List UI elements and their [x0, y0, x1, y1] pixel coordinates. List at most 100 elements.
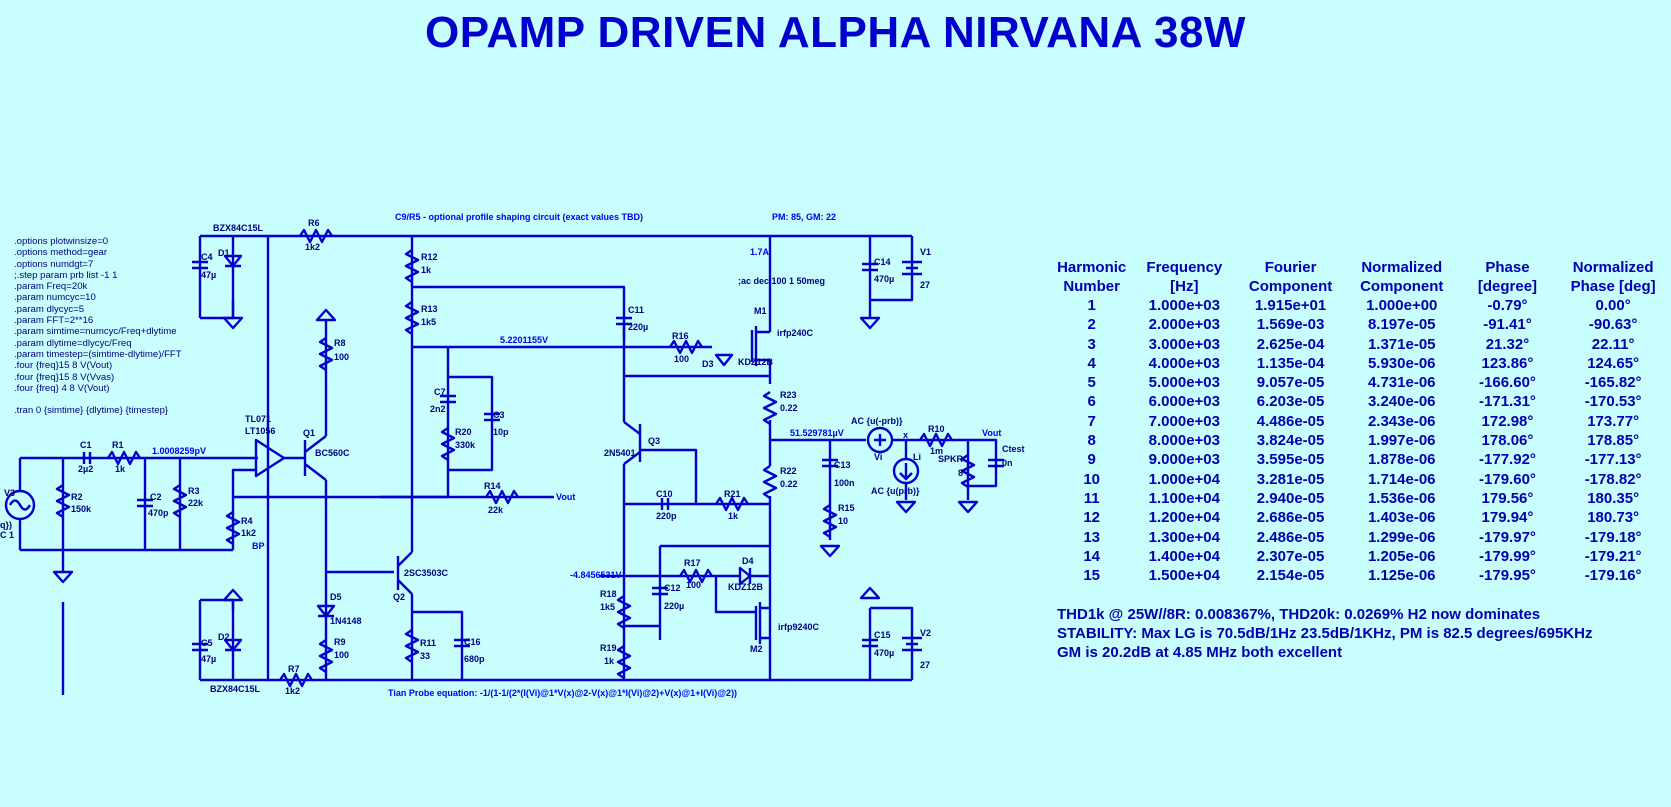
component-label: BC560C: [315, 448, 350, 458]
table-cell: 9.057e-05: [1256, 374, 1325, 392]
v1-symbol: [902, 260, 922, 276]
fourier-table: Harmonic Frequency Fourier Normalized Ph…: [1052, 258, 1671, 585]
table-cell: 2.000e+03: [1148, 316, 1220, 334]
component-label: C5: [201, 638, 213, 648]
table-cell: -179.16°: [1584, 567, 1642, 585]
component-label: C15: [874, 630, 891, 640]
table-cell: 1.915e+01: [1254, 297, 1327, 314]
component-label: R20: [455, 427, 472, 437]
component-label: irfp9240C: [778, 622, 820, 632]
component-label: 1k2: [305, 242, 321, 252]
component-label: Q1: [303, 428, 316, 438]
v2-symbol: [902, 636, 922, 652]
directive-line: .param FFT=2**16: [14, 315, 94, 327]
table-header-row: Number [Hz] Component Component [degree]…: [1052, 277, 1671, 296]
note-optional-circuit: C9/R5 - optional profile shaping circuit…: [395, 212, 644, 222]
component-label: R2: [71, 492, 83, 502]
table-cell: 4.000e+03: [1148, 354, 1220, 372]
column-header: [degree]: [1477, 278, 1538, 295]
table-cell: 9.000e+03: [1148, 451, 1220, 469]
r17-symbol: [679, 568, 713, 584]
r9-symbol: [318, 639, 334, 673]
component-label: R10: [928, 424, 945, 434]
component-label: 470p: [148, 508, 169, 518]
d4-wire: [714, 574, 770, 614]
node-label: Vout: [556, 492, 576, 502]
spice-directives: .options plotwinsize=0.options method=ge…: [14, 236, 182, 417]
r10-symbol: [919, 432, 953, 448]
bootstrap-wire: [412, 285, 626, 340]
ground-symbol: [222, 316, 244, 330]
component-label: 10: [838, 516, 849, 526]
c15-symbol: [862, 638, 878, 648]
component-label: C2: [150, 492, 162, 502]
table-cell: 180.73°: [1587, 509, 1640, 527]
notes: THD1k @ 25W//8R: 0.008367%, THD20k: 0.02…: [1057, 605, 1592, 662]
c14-wire: [868, 236, 914, 318]
d3-symbol: [714, 353, 734, 367]
r12-symbol: [404, 249, 420, 283]
component-label: 47µ: [201, 654, 217, 664]
table-cell: 15: [1083, 567, 1100, 585]
component-label: D3: [702, 359, 714, 369]
node-label: BP: [252, 541, 265, 551]
component-label: 2N5401: [604, 448, 636, 458]
table-cell: 1.100e+04: [1148, 489, 1220, 507]
component-label: AC {u(prb)}: [871, 486, 920, 496]
table-cell: -166.60°: [1479, 374, 1536, 392]
voltage-probe: 5.2201155V: [500, 335, 549, 345]
component-label: D4: [742, 556, 754, 566]
component-label: TL071: [245, 414, 272, 424]
table-cell: 5.000e+03: [1148, 374, 1220, 392]
c10-symbol: [660, 498, 670, 510]
table-cell: 10: [1083, 470, 1100, 488]
directive-line: .param timestep=(simtime-dlytime)/FFT: [14, 348, 182, 360]
directive-line: .options plotwinsize=0: [14, 236, 109, 247]
table-cell: 3.595e-05: [1256, 451, 1325, 469]
supply-arrow: [222, 588, 244, 602]
table-cell: 173.77°: [1587, 412, 1640, 430]
component-label: 220µ: [628, 322, 649, 332]
directive-line: .param Freq=20k: [14, 281, 88, 293]
supply-arrow: [315, 308, 337, 322]
ground-symbol: [859, 316, 881, 330]
component-label: R8: [334, 338, 346, 348]
table-cell: 172.98°: [1481, 412, 1534, 430]
column-header: Number: [1063, 278, 1120, 295]
table-cell: 1.125e-06: [1367, 567, 1436, 585]
component-label: Q3: [648, 436, 661, 446]
table-cell: 4.486e-05: [1256, 412, 1325, 430]
component-label: AC {u(-prb)}: [851, 416, 903, 426]
component-label: 22k: [488, 505, 504, 515]
table-cell: 1: [1087, 297, 1096, 314]
component-label: R17: [684, 558, 701, 568]
directive-line: .param dlycyc=5: [14, 303, 85, 315]
page-title: OPAMP DRIVEN ALPHA NIRVANA 38W: [425, 8, 1246, 57]
column-header: Normalized: [1572, 259, 1654, 276]
table-cell: 2.154e-05: [1256, 567, 1325, 585]
directive-line: .tran 0 {simtime} {dlytime} {timestep}: [14, 405, 169, 417]
component-label: 330k: [455, 440, 476, 450]
component-label: 100: [334, 352, 350, 362]
table-cell: -177.92°: [1479, 451, 1536, 469]
component-label: BZX84C15L: [213, 223, 264, 233]
table-cell: -179.60°: [1479, 470, 1536, 488]
table-cell: 1.000e+03: [1148, 297, 1220, 314]
table-cell: 1.569e-03: [1256, 316, 1325, 334]
component-label: q}): [0, 520, 12, 530]
component-label: 220µ: [664, 601, 685, 611]
table-cell: 3.281e-05: [1256, 470, 1325, 488]
table-cell: 2.307e-05: [1256, 547, 1325, 565]
table-cell: 1.371e-05: [1367, 335, 1436, 353]
component-label: 680p: [464, 654, 485, 664]
table-cell: -179.18°: [1584, 528, 1642, 546]
r6-symbol: [299, 228, 333, 244]
